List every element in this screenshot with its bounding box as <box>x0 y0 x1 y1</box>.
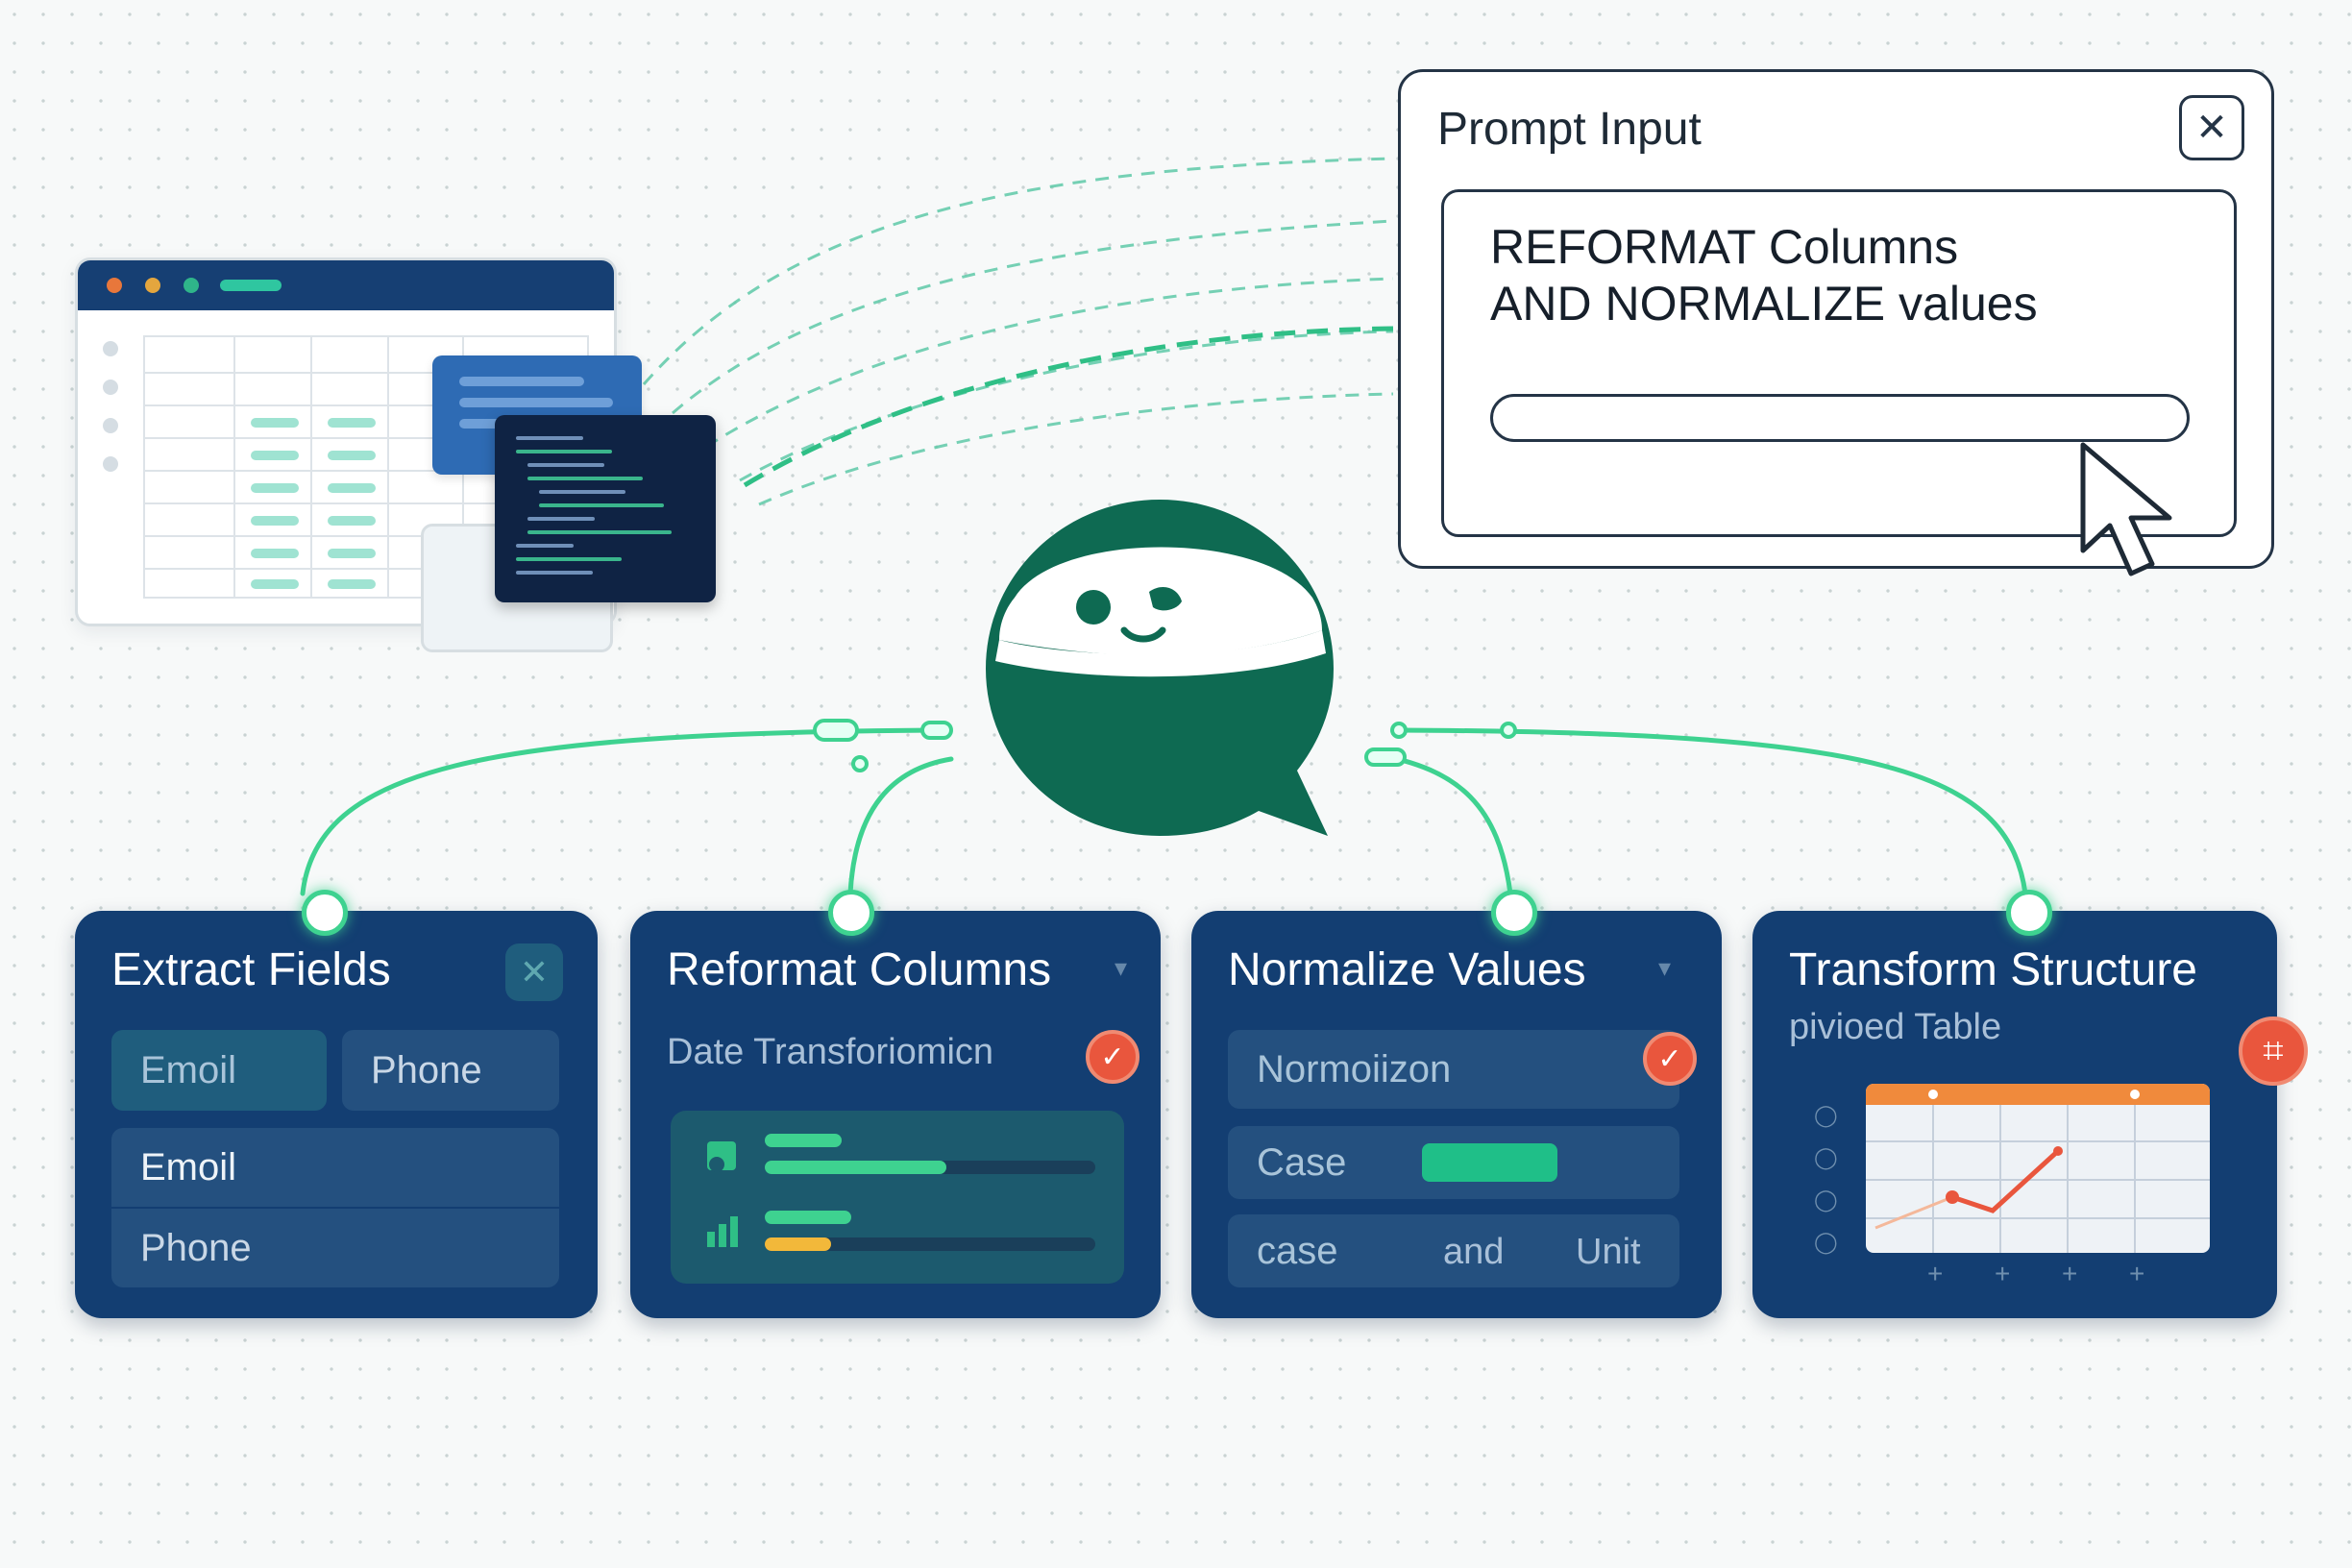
case-toggle-fill[interactable] <box>1422 1143 1557 1182</box>
connector-handle[interactable] <box>2006 890 2052 936</box>
music-icon <box>707 1141 736 1172</box>
normalization-field[interactable]: Normoiizon <box>1228 1030 1679 1109</box>
step-subtitle: pivioed Table <box>1789 1007 2002 1047</box>
side-icon: ◯ <box>1814 1103 1838 1127</box>
step-card-extract-fields[interactable]: Extract Fields ✕ Emoil Phone Emoil Phone <box>75 890 598 1318</box>
pivot-table-graphic <box>1866 1084 2210 1253</box>
option-row-case-unit[interactable]: case <box>1228 1214 1679 1287</box>
progress-bar-label <box>765 1134 842 1147</box>
row-label: Unit <box>1576 1232 1641 1272</box>
close-button[interactable]: ✕ <box>505 943 563 1001</box>
cursor-icon <box>2080 442 2172 576</box>
field-chip-email[interactable]: Emoil <box>111 1030 327 1111</box>
step-title: Transform Structure <box>1789 944 2197 995</box>
field-row-phone[interactable]: Phone <box>111 1209 559 1287</box>
sidebar-dot <box>103 380 118 395</box>
progress-track <box>765 1237 1095 1251</box>
plus-icon: + <box>2129 1259 2145 1288</box>
prompt-text: REFORMAT Columns AND NORMALIZE values <box>1490 220 2038 331</box>
row-label: and <box>1443 1232 1505 1272</box>
pivot-table-chart <box>1866 1084 2210 1253</box>
prompt-title: Prompt Input <box>1437 104 1702 155</box>
sidebar-dot <box>103 418 118 433</box>
chart-icon <box>707 1216 738 1247</box>
close-dot-icon <box>107 278 122 293</box>
check-icon[interactable]: ✓ <box>1086 1030 1139 1084</box>
minimize-dot-icon <box>145 278 160 293</box>
spreadsheet-grid <box>143 335 589 599</box>
side-icon: ◯ <box>1814 1230 1838 1254</box>
step-card-normalize-values[interactable]: Normalize Values ▾ Normoiizon ✓ Case cas… <box>1191 890 1722 1318</box>
pivot-icon[interactable]: ⌗ <box>2239 1017 2308 1086</box>
side-icon: ◯ <box>1814 1145 1838 1169</box>
plus-icon: + <box>1995 1259 2011 1288</box>
progress-bar-label <box>765 1211 851 1224</box>
connector-handle[interactable] <box>302 890 348 936</box>
chevron-down-icon[interactable]: ▾ <box>1658 953 1672 982</box>
maximize-dot-icon <box>184 278 199 293</box>
field-row-email[interactable]: Emoil <box>111 1128 559 1207</box>
close-button[interactable]: ✕ <box>2179 95 2244 160</box>
connector-handle[interactable] <box>828 890 874 936</box>
step-title: Normalize Values <box>1228 944 1586 995</box>
plus-icon: + <box>1927 1259 1944 1288</box>
mascot-icon <box>986 500 1334 836</box>
sidebar-dot <box>103 456 118 472</box>
row-label: case <box>1257 1229 1338 1272</box>
check-icon[interactable]: ✓ <box>1643 1032 1697 1086</box>
plus-icon: + <box>2062 1259 2078 1288</box>
window-titlebar <box>78 260 614 310</box>
field-chip-phone[interactable]: Phone <box>342 1030 559 1111</box>
step-card-transform-structure[interactable]: Transform Structure pivioed Table ⌗ ◯ ◯ … <box>1752 890 2308 1318</box>
row-label: Case <box>1257 1140 1347 1184</box>
step-title: Reformat Columns <box>667 944 1052 995</box>
progress-panel <box>671 1111 1124 1284</box>
sidebar-dot <box>103 341 118 356</box>
step-title: Extract Fields <box>111 944 391 995</box>
side-icon: ◯ <box>1814 1188 1838 1212</box>
progress-bar-fill <box>765 1161 946 1174</box>
step-card-reformat-columns[interactable]: Reformat Columns ▾ Date Transforiomicn ✓ <box>630 890 1161 1318</box>
prompt-input-dialog: Prompt Input ✕ REFORMAT Columns AND NORM… <box>1398 69 2274 569</box>
progress-bar-fill <box>765 1237 831 1251</box>
chevron-down-icon[interactable]: ▾ <box>1115 953 1128 982</box>
code-editor-card <box>495 415 716 602</box>
prompt-input-field[interactable] <box>1490 394 2190 442</box>
close-icon: ✕ <box>2195 107 2228 149</box>
close-icon: ✕ <box>519 952 550 992</box>
connector-handle[interactable] <box>1491 890 1537 936</box>
step-subtitle: Date Transforiomicn <box>667 1032 994 1072</box>
titlebar-pill <box>220 280 282 291</box>
